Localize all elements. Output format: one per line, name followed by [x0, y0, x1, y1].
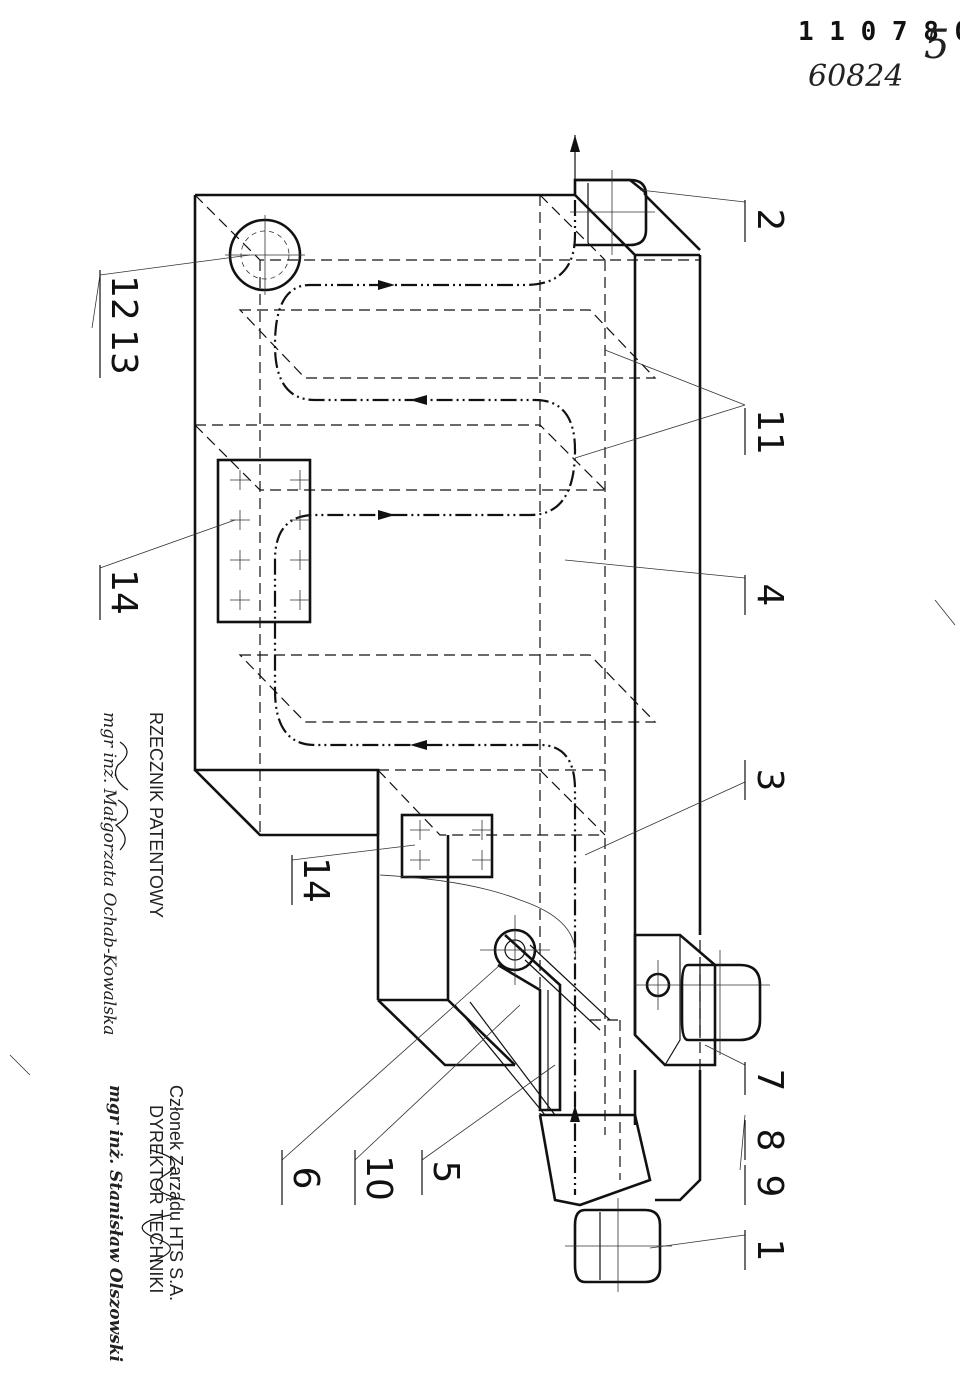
hidden-edges	[194, 194, 701, 1180]
round-port	[225, 215, 305, 295]
document-number: 1 1 0 7 8 0	[798, 17, 960, 47]
label-12: 12	[103, 275, 144, 321]
attorney-name: mgr inż. Małgorzata Ochab-Kowalska	[99, 712, 119, 1035]
label-13: 13	[103, 329, 144, 375]
label-11: 11	[749, 409, 790, 455]
outlet-port-top	[570, 170, 655, 255]
director-signature	[141, 1149, 186, 1263]
label-14a: 14	[103, 569, 144, 615]
baffle-plates	[238, 309, 657, 723]
attorney-title: RZECZNIK PATENTOWY	[146, 712, 166, 918]
director-line2: DYREKTOR TECHNIKI	[146, 1105, 166, 1293]
director-line1: Członek Zarządu HTS S.A.	[166, 1085, 186, 1301]
label-5: 5	[425, 1161, 466, 1184]
heater-panel-lower	[400, 813, 494, 879]
inlet-pipe	[680, 950, 762, 1055]
reference-labels: 2 11 4 3 7 8 9 1 12 13 14 14 6 10 5	[99, 200, 790, 1270]
leader-lines	[91, 189, 746, 1249]
label-9: 9	[749, 1175, 790, 1198]
handwritten-number: 60824	[808, 59, 903, 94]
heater-panel-upper	[216, 458, 312, 624]
flow-path	[273, 135, 580, 1195]
pivot-mechanism	[379, 874, 611, 1112]
label-1: 1	[749, 1239, 790, 1262]
inlet-block	[633, 933, 770, 1067]
sheet-mark: 5	[924, 22, 949, 68]
label-10: 10	[358, 1155, 399, 1201]
label-4: 4	[749, 584, 790, 607]
label-2: 2	[749, 209, 790, 232]
label-7: 7	[749, 1069, 790, 1092]
attorney-stamp: RZECZNIK PATENTOWY mgr inż. Małgorzata O…	[99, 712, 166, 1035]
label-3: 3	[749, 769, 790, 792]
housing-body	[193, 178, 702, 1207]
label-8: 8	[749, 1129, 790, 1152]
director-stamp: Członek Zarządu HTS S.A. DYREKTOR TECHNI…	[105, 1085, 186, 1362]
label-14b: 14	[295, 857, 336, 903]
label-6: 6	[285, 1167, 326, 1190]
outlet-pipe-bottom	[565, 1198, 672, 1292]
attorney-signature	[114, 741, 129, 851]
director-name: mgr inż. Stanisław Olszowski	[105, 1085, 125, 1362]
